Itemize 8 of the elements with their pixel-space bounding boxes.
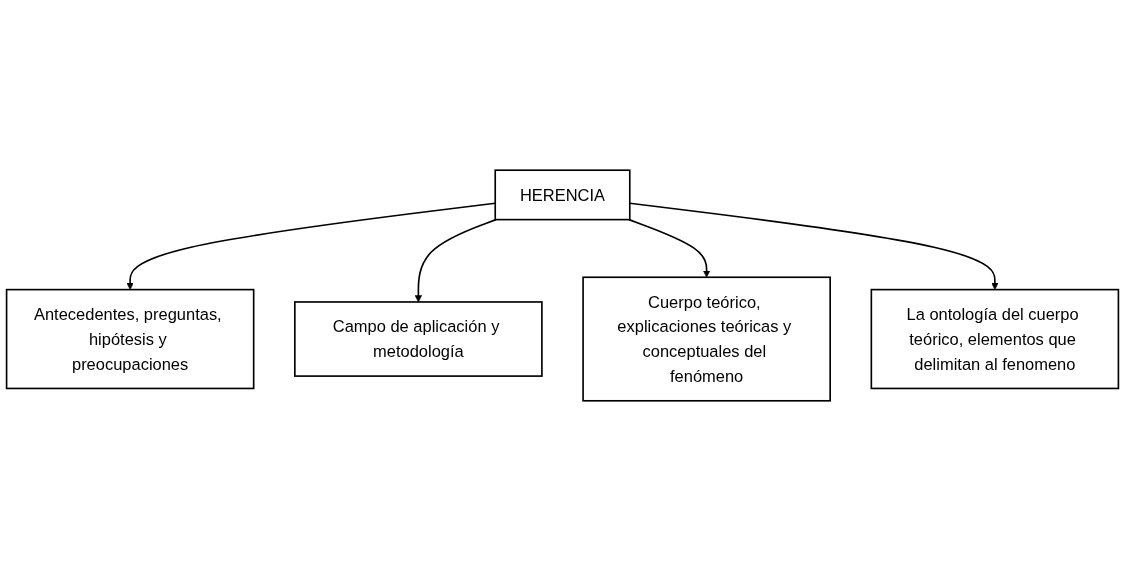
node-box: Antecedentes, preguntas, hipótesis y preocupaciones	[5, 288, 255, 390]
arrow	[628, 202, 999, 290]
arrow	[414, 218, 497, 303]
node-box: Cuerpo teórico, explicaciones teóricas y conceptuales del fenómeno	[582, 276, 831, 402]
node-box: HERENCIA	[494, 169, 631, 221]
node-box: Campo de aplicación y metodología	[294, 301, 543, 377]
arrow	[628, 218, 711, 278]
node-box: La ontología del cuerpo teórico, elementos que delimitan al fenomeno	[870, 288, 1120, 390]
